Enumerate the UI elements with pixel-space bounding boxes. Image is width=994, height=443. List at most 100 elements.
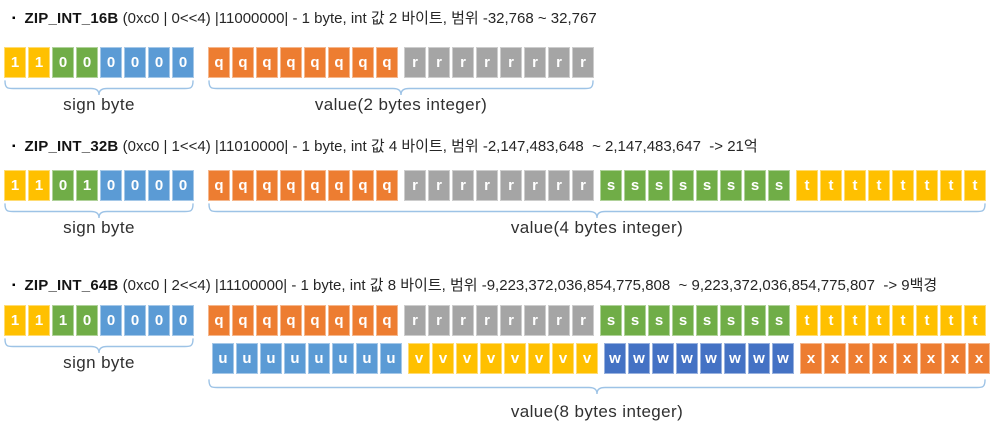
value-brace [208, 80, 594, 96]
bit-cell-s: s [672, 170, 694, 201]
encoding-desc-32b: (0xc0 | 1<<4) |11010000| - 1 byte, int 값… [118, 138, 758, 155]
bit-cell-t: t [916, 305, 938, 336]
bit-cell-r: r [452, 170, 474, 201]
bit-cell-s: s [648, 170, 670, 201]
bit-cell-q: q [232, 305, 254, 336]
bit-cell-r: r [548, 47, 570, 78]
bit-cell-s: s [600, 170, 622, 201]
bit-cell-r: r [500, 47, 522, 78]
bit-cell-0: 0 [148, 305, 170, 336]
bit-cell-s: s [696, 170, 718, 201]
bit-cell-r: r [524, 170, 546, 201]
bit-cell-t: t [844, 305, 866, 336]
bit-cell-x: x [920, 343, 942, 374]
bit-cell-w: w [724, 343, 746, 374]
value-label-64b: value(8 bytes integer) [510, 402, 684, 421]
sign-byte-brace [4, 80, 194, 96]
sign-byte-brace [4, 203, 194, 219]
bit-cell-u: u [308, 343, 330, 374]
bit-cell-q: q [232, 170, 254, 201]
bit-cell-v: v [504, 343, 526, 374]
value-brace [208, 379, 986, 395]
bit-cell-r: r [428, 305, 450, 336]
encoding-name-32b: ZIP_INT_32B [24, 138, 119, 155]
bit-cell-s: s [624, 170, 646, 201]
bit-cell-q: q [352, 47, 374, 78]
bit-cell-0: 0 [76, 305, 98, 336]
bit-cell-w: w [772, 343, 794, 374]
bit-cell-r: r [404, 47, 426, 78]
bit-cell-t: t [916, 170, 938, 201]
bit-cell-w: w [700, 343, 722, 374]
bit-cell-x: x [800, 343, 822, 374]
bit-cell-r: r [428, 170, 450, 201]
bit-cell-r: r [476, 47, 498, 78]
bit-cell-1: 1 [4, 305, 26, 336]
bit-cell-q: q [256, 305, 278, 336]
bit-cell-w: w [748, 343, 770, 374]
bit-cell-q: q [304, 170, 326, 201]
bit-cell-t: t [892, 170, 914, 201]
sign-byte-label-32b: sign byte [63, 218, 135, 237]
bit-cell-q: q [208, 305, 230, 336]
bit-cell-v: v [528, 343, 550, 374]
bit-cell-s: s [672, 305, 694, 336]
bit-cell-r: r [404, 170, 426, 201]
bit-cell-q: q [280, 305, 302, 336]
bit-cell-t: t [796, 305, 818, 336]
bullet-icon: ▪ [12, 280, 16, 291]
bit-cell-t: t [796, 170, 818, 201]
sign-byte-label-16b: sign byte [63, 95, 135, 114]
bit-cell-1: 1 [28, 305, 50, 336]
bit-cell-r: r [500, 305, 522, 336]
bit-cell-u: u [212, 343, 234, 374]
bit-cell-q: q [352, 305, 374, 336]
sign-byte-label-64b: sign byte [63, 353, 135, 372]
bit-cell-0: 0 [100, 170, 122, 201]
bit-cell-0: 0 [148, 170, 170, 201]
bit-cell-w: w [676, 343, 698, 374]
bit-cell-q: q [328, 47, 350, 78]
bit-cell-0: 0 [100, 47, 122, 78]
bit-cell-q: q [376, 47, 398, 78]
bit-cell-1: 1 [4, 170, 26, 201]
bit-cell-t: t [844, 170, 866, 201]
bullet-icon: ▪ [12, 13, 16, 24]
bit-cell-w: w [604, 343, 626, 374]
bit-cell-r: r [524, 47, 546, 78]
bit-cell-r: r [572, 305, 594, 336]
bit-cell-s: s [768, 170, 790, 201]
encoding-desc-64b: (0xc0 | 2<<4) |11100000| - 1 byte, int 값… [118, 277, 938, 294]
bit-cell-v: v [408, 343, 430, 374]
value-label-16b: value(2 bytes integer) [314, 95, 488, 114]
bit-cell-1: 1 [52, 305, 74, 336]
bit-cell-r: r [572, 47, 594, 78]
bit-cell-s: s [744, 305, 766, 336]
bit-cell-s: s [720, 170, 742, 201]
bit-cell-s: s [720, 305, 742, 336]
bit-cell-r: r [572, 170, 594, 201]
bit-cell-q: q [280, 47, 302, 78]
bit-cell-r: r [524, 305, 546, 336]
bit-cell-u: u [260, 343, 282, 374]
bit-cell-0: 0 [52, 170, 74, 201]
bit-cell-t: t [940, 305, 962, 336]
bit-cell-r: r [500, 170, 522, 201]
bit-cell-q: q [328, 170, 350, 201]
value-label-32b: value(4 bytes integer) [510, 218, 684, 237]
bit-cell-q: q [376, 170, 398, 201]
bit-cell-s: s [744, 170, 766, 201]
bit-cell-q: q [256, 170, 278, 201]
bit-cell-0: 0 [124, 305, 146, 336]
bit-cell-0: 0 [76, 47, 98, 78]
bit-cell-0: 0 [172, 305, 194, 336]
